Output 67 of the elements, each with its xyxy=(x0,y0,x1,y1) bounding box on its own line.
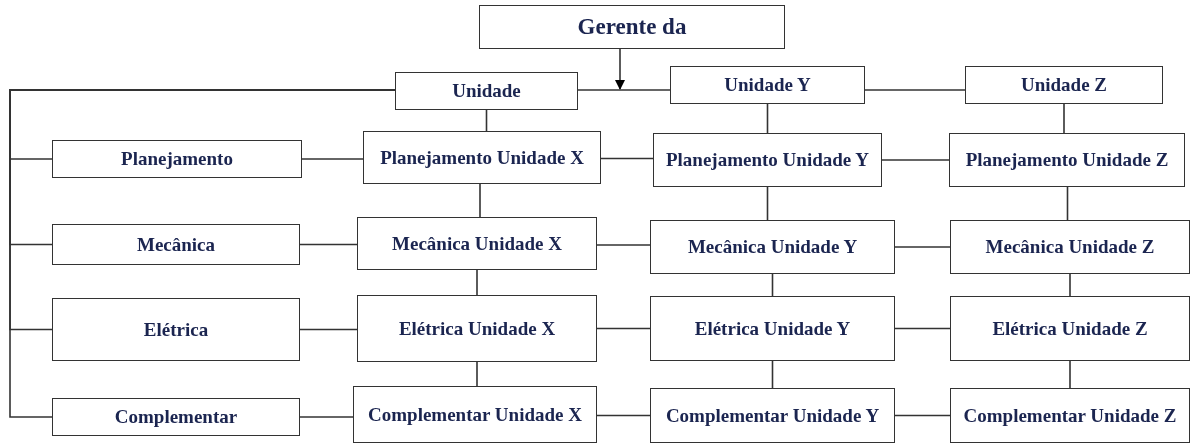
org-unit-box xyxy=(950,296,1190,361)
connector-line xyxy=(766,186,769,221)
org-unit-box xyxy=(949,133,1185,187)
arrow xyxy=(615,48,625,90)
org-unit-box xyxy=(353,386,597,443)
unit-label: Mecânica Unidade Z xyxy=(984,236,1156,258)
connector-line xyxy=(299,416,354,418)
connector-line xyxy=(600,157,654,160)
org-unit-box xyxy=(479,5,785,49)
connector-line xyxy=(485,109,488,132)
connector-line xyxy=(596,244,651,246)
org-unit-box xyxy=(52,298,300,361)
org-unit-box xyxy=(52,398,300,436)
connector-line xyxy=(771,273,774,297)
org-unit-box xyxy=(650,388,895,443)
unit-label: Complementar Unidade Y xyxy=(664,404,881,427)
org-unit-box xyxy=(950,220,1190,274)
unit-label: Complementar xyxy=(113,406,239,428)
org-unit-box xyxy=(52,224,300,265)
unit-label: Mecânica xyxy=(135,233,217,256)
unit-label: Gerente da xyxy=(576,16,688,38)
unit-label: Mecânica Unidade Y xyxy=(686,236,859,258)
connector-line xyxy=(476,269,478,296)
connector-line xyxy=(577,89,671,91)
connector-line xyxy=(596,327,651,330)
org-unit-box xyxy=(670,66,865,104)
connector-line xyxy=(1063,103,1065,134)
org-unit-box xyxy=(357,295,597,362)
unit-label: Planejamento Unidade Y xyxy=(665,149,870,171)
connector-line xyxy=(766,103,769,134)
connector-line xyxy=(1066,186,1069,221)
connector-line xyxy=(881,159,950,161)
org-unit-box xyxy=(650,296,895,361)
connector-line xyxy=(299,243,358,246)
unit-label: Elétrica Unidade Z xyxy=(991,317,1149,340)
connector-line xyxy=(894,414,951,417)
unit-label: Planejamento Unidade X xyxy=(379,146,585,169)
org-unit-box xyxy=(650,220,895,274)
org-unit-box xyxy=(950,388,1190,443)
unit-label: Planejamento Unidade Z xyxy=(964,149,1170,171)
connector-line xyxy=(1069,273,1071,297)
unit-label: Complementar Unidade X xyxy=(367,403,583,426)
org-unit-box xyxy=(363,131,601,184)
org-unit-box xyxy=(965,66,1163,104)
unit-label: Complementar Unidade Z xyxy=(962,404,1178,427)
org-unit-box xyxy=(395,72,578,110)
unit-label: Elétrica xyxy=(142,318,210,341)
org-unit-box xyxy=(357,217,597,270)
connector-line xyxy=(479,183,481,218)
connector-line xyxy=(894,246,951,248)
unit-label: Unidade xyxy=(451,80,522,102)
connector-line xyxy=(299,328,358,331)
org-unit-box xyxy=(52,140,302,178)
org-unit-box xyxy=(653,133,882,187)
unit-label: Planejamento xyxy=(120,148,234,170)
connector-line xyxy=(1069,360,1071,389)
connector-line xyxy=(301,158,364,160)
connector-line xyxy=(894,327,951,330)
unit-label: Elétrica Unidade Y xyxy=(693,317,852,340)
unit-label: Elétrica Unidade X xyxy=(397,317,557,340)
connector-line xyxy=(771,360,774,389)
unit-label: Unidade Z xyxy=(1019,74,1109,96)
unit-label: Mecânica Unidade X xyxy=(391,232,563,255)
connector-line xyxy=(476,361,478,387)
connector-line xyxy=(596,414,651,417)
connector-line xyxy=(864,89,966,91)
unit-label: Unidade Y xyxy=(723,74,812,96)
